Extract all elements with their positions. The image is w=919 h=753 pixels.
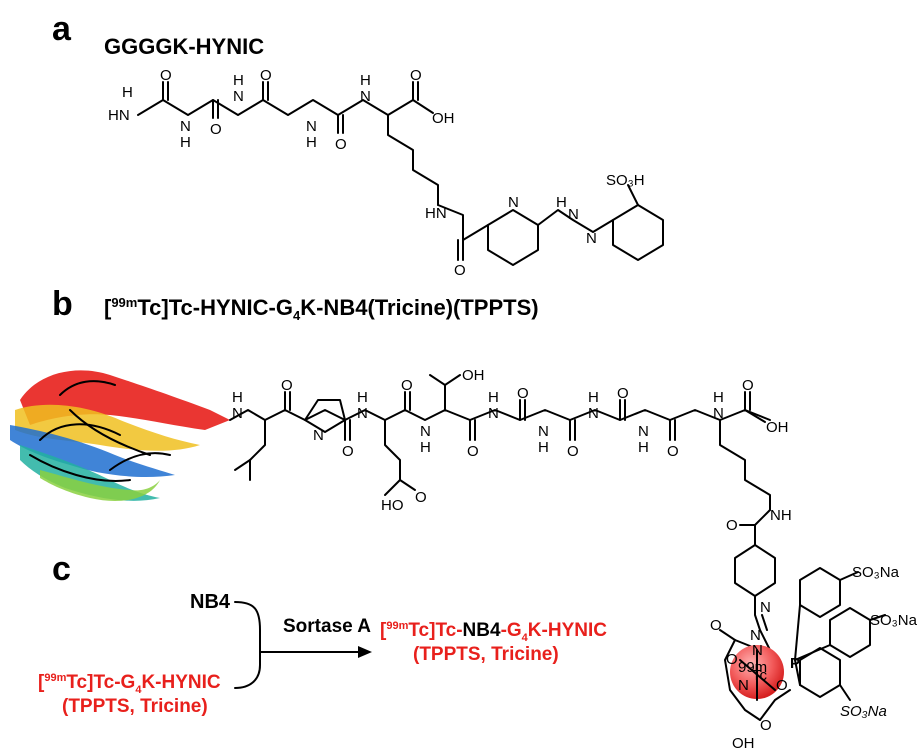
atom-label: O (342, 443, 354, 460)
panel-b-letter: b (52, 285, 73, 323)
atom-label: O (710, 617, 722, 634)
atom-label: O (567, 443, 579, 460)
atom-label: O (667, 443, 679, 460)
tppts-rings (719, 567, 886, 721)
atom-label: N (313, 427, 324, 444)
atom-label: H (488, 389, 499, 406)
atom-label: N (586, 230, 597, 247)
atom-label: HO (381, 497, 404, 514)
atom-label: H (713, 389, 724, 406)
atom-label: P (790, 655, 800, 672)
atom-label: O (760, 717, 772, 734)
atom-label: H (306, 134, 317, 151)
product-line2: (TPPTS, Tricine) (413, 644, 559, 665)
panel-a-bonds (137, 81, 664, 266)
atom-label: O (726, 651, 738, 668)
atom-label: N (233, 88, 244, 105)
atom-label: H (232, 389, 243, 406)
panel-a: a GGGGK-HYNIC H (52, 10, 664, 279)
atom-label: N (638, 423, 649, 440)
atom-label: HN (108, 107, 130, 124)
reaction-curve (234, 601, 261, 689)
atom-label: H (180, 134, 191, 151)
atom-label: SO₃Na (870, 612, 918, 629)
atom-label: H (638, 439, 649, 456)
atom-label: N (738, 677, 749, 694)
atom-label: N (588, 405, 599, 422)
atom-label: N (750, 627, 761, 644)
atom-label: OH (462, 367, 485, 384)
product-line1: [99mTc]Tc-NB4-G4K-HYNIC (380, 620, 607, 644)
nb4-label: NB4 (190, 591, 231, 613)
panel-b: b [99mTc]Tc-HYNIC-G4K-NB4(Tricine)(TPPTS… (10, 285, 918, 752)
atom-label: O (467, 443, 479, 460)
atom-label: OH (432, 110, 455, 127)
atom-label: N (357, 405, 368, 422)
atom-label: H (233, 72, 244, 89)
atom-label: 99m (738, 659, 767, 676)
atom-label: HN (425, 205, 447, 222)
atom-label: OH (766, 419, 789, 436)
atom-label: O (410, 67, 422, 84)
arrow-head-icon (358, 646, 372, 658)
atom-label: O (260, 67, 272, 84)
panel-b-title: [99mTc]Tc-HYNIC-G4K-NB4(Tricine)(TPPTS) (104, 295, 539, 323)
atom-label: O (776, 677, 788, 694)
panel-c: c NB4 Sortase A [99mTc]Tc-G4K-HYNIC (TPP… (38, 550, 607, 717)
atom-label: NH (770, 507, 792, 524)
atom-label: H (420, 439, 431, 456)
atom-label: Tc (752, 667, 768, 684)
atom-label: N (306, 118, 317, 135)
reagent-line2: (TPPTS, Tricine) (62, 696, 208, 717)
atom-label: O (742, 377, 754, 394)
atom-label: H (357, 389, 368, 406)
panel-a-title: GGGGK-HYNIC (104, 34, 264, 59)
atom-label: O (454, 262, 466, 279)
panel-b-atom-labels: H N O N H N O OH N H O HO O O H N O N H … (232, 367, 918, 752)
atom-label: O (160, 67, 172, 84)
atom-label: N (760, 599, 771, 616)
atom-label: SO₃Na (852, 564, 900, 581)
panel-a-atom-labels: H HN O N H O H N O N H O H N O OH HN N H… (108, 67, 645, 279)
panel-a-letter: a (52, 10, 72, 48)
protein-ribbon-nb4 (10, 370, 230, 501)
panel-b-bonds (229, 374, 776, 651)
atom-label: N (360, 88, 371, 105)
atom-label: N (752, 642, 763, 659)
atom-label: H (122, 84, 133, 101)
atom-label: O (281, 377, 293, 394)
atom-label: O (617, 385, 629, 402)
atom-label: N (420, 423, 431, 440)
atom-label: N (508, 194, 519, 211)
panel-c-letter: c (52, 550, 71, 588)
atom-label: H (588, 389, 599, 406)
atom-label: N (538, 423, 549, 440)
atom-label: O (415, 489, 427, 506)
atom-label: N (713, 405, 724, 422)
atom-label: H (556, 194, 567, 211)
atom-label: N (180, 118, 191, 135)
enzyme-label: Sortase A (283, 616, 371, 637)
reagent-line1: [99mTc]Tc-G4K-HYNIC (38, 672, 221, 696)
atom-label: SO₃Na (840, 703, 887, 720)
atom-label: N (232, 405, 243, 422)
atom-label: O (517, 385, 529, 402)
atom-label: O (401, 377, 413, 394)
atom-label: H (360, 72, 371, 89)
atom-label: OH (732, 735, 755, 752)
atom-label: N (488, 405, 499, 422)
atom-label: H (538, 439, 549, 456)
atom-label: O (726, 517, 738, 534)
atom-label: N (568, 206, 579, 223)
atom-label: O (335, 136, 347, 153)
atom-label: O (210, 121, 222, 138)
atom-label: SO₃H (606, 172, 645, 189)
